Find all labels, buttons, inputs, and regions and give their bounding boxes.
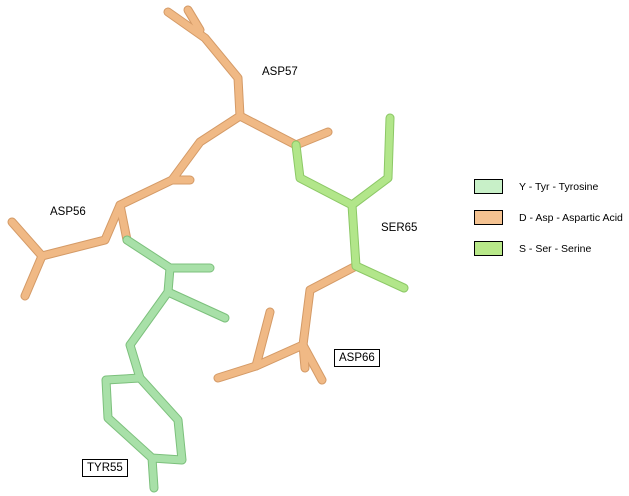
label-asp66: ASP66 xyxy=(334,349,380,367)
legend-swatch-tyrosine xyxy=(474,179,503,194)
ser65-residue xyxy=(291,113,409,293)
legend-label-tyrosine: Y - Tyr - Tyrosine xyxy=(519,181,599,193)
label-tyr55: TYR55 xyxy=(82,459,128,477)
legend-label-serine: S - Ser - Serine xyxy=(519,243,592,255)
legend-label-aspartic-acid: D - Asp - Aspartic Acid xyxy=(519,212,623,224)
asp66-residue xyxy=(213,261,361,385)
label-ser65: SER65 xyxy=(381,222,418,234)
asp57-residue xyxy=(7,5,333,301)
legend-swatch-aspartic-acid xyxy=(474,210,503,225)
tyr55-residue xyxy=(101,235,230,493)
label-asp57: ASP57 xyxy=(262,66,298,78)
label-asp56: ASP56 xyxy=(50,206,86,218)
legend-swatch-serine xyxy=(474,241,503,256)
